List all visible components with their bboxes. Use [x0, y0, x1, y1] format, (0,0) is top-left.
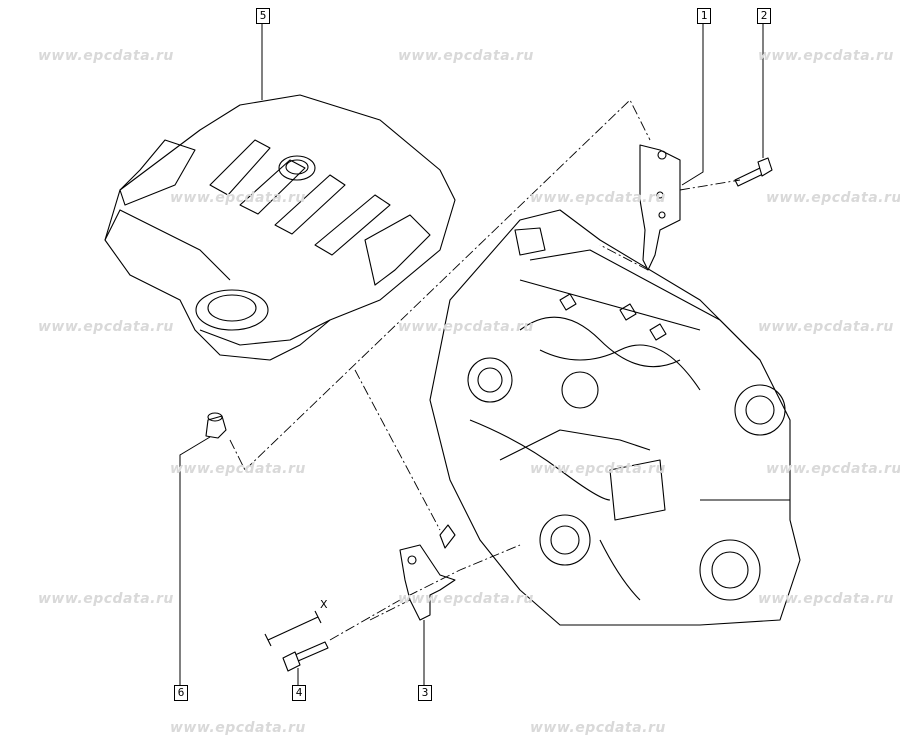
callout-4[interactable]: 4: [292, 685, 306, 701]
leader-lines: [179, 24, 764, 685]
grommet: [205, 412, 227, 439]
bracket-lower: [399, 524, 456, 621]
callout-5[interactable]: 5: [256, 8, 270, 24]
callout-6[interactable]: 6: [174, 685, 188, 701]
dimension-x: [264, 610, 322, 647]
bolt-upper: [734, 157, 773, 187]
callout-3[interactable]: 3: [418, 685, 432, 701]
assembly-lines: [229, 99, 741, 641]
callout-1[interactable]: 1: [697, 8, 711, 24]
dimension-label: X: [320, 598, 328, 611]
bolt-lower: [282, 641, 329, 672]
callout-2[interactable]: 2: [757, 8, 771, 24]
bracket-upper: [639, 144, 681, 271]
engine-cover: [104, 94, 456, 361]
engine-assembly: [429, 209, 801, 626]
